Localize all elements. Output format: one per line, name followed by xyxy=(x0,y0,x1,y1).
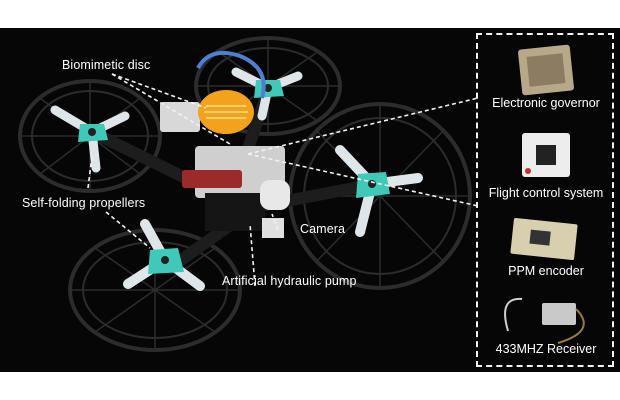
electronic-governor-label: Electronic governor xyxy=(492,96,600,110)
ppm-encoder-label: PPM encoder xyxy=(508,264,584,278)
drone-illustration xyxy=(18,36,479,352)
drone-photo: Biomimetic disc Self-folding propellers … xyxy=(0,28,620,372)
propeller-right xyxy=(335,145,423,237)
camera-label: Camera xyxy=(300,222,346,236)
self-folding-propellers-label: Self-folding propellers xyxy=(22,196,146,210)
biomimetic-disc-label: Biomimetic disc xyxy=(62,58,151,72)
ppm-encoder-icon xyxy=(510,217,578,261)
propeller-lower-left xyxy=(123,219,205,291)
component-images xyxy=(504,44,585,344)
annotation-lines xyxy=(87,73,479,287)
esc-board-icon xyxy=(518,44,574,96)
flight-control-system-label: Flight control system xyxy=(488,186,604,200)
receiver-antenna-icon xyxy=(504,297,585,344)
components-panel xyxy=(476,33,614,367)
receiver-label: 433MHZ Receiver xyxy=(495,342,597,356)
drone-body xyxy=(160,102,290,238)
hydraulic-pump-label: Artificial hydraulic pump xyxy=(222,274,357,288)
lower-left-propeller-guard xyxy=(68,228,242,352)
biomimetic-disc xyxy=(196,51,266,134)
flight-controller-icon xyxy=(522,133,570,177)
propeller-left-upper xyxy=(50,105,130,173)
